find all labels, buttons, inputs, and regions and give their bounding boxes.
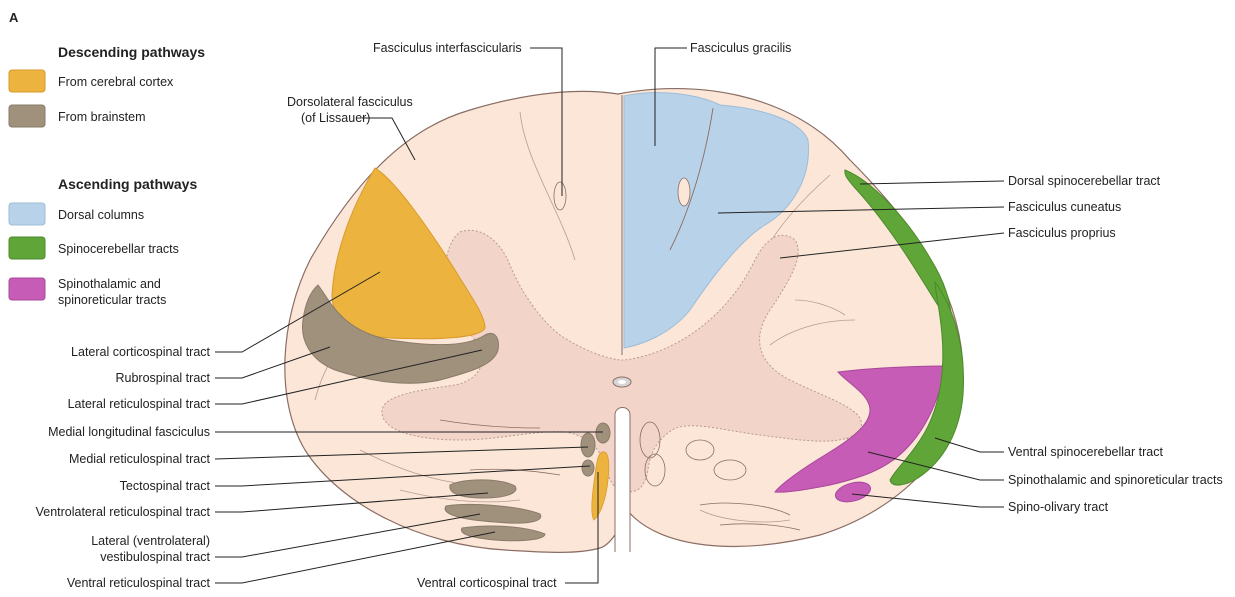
central-canal-lumen (618, 380, 626, 384)
dorsal-column-inclusion (678, 178, 690, 206)
legend-swatch-cerebral-cortex (9, 70, 45, 92)
spinal-cord (285, 89, 964, 553)
legend-swatch-dorsal-columns (9, 203, 45, 225)
label-dorsolateral-fasciculus-1: Dorsolateral fasciculus (287, 95, 413, 109)
legend-ascending-title: Ascending pathways (58, 176, 197, 192)
label-ventral-reticulospinal: Ventral reticulospinal tract (67, 576, 211, 590)
legend-label-brainstem: From brainstem (58, 110, 146, 124)
legend-label-spinothalamic-2: spinoreticular tracts (58, 293, 166, 307)
legend-swatch-spinothalamic (9, 278, 45, 300)
label-fasciculus-cuneatus: Fasciculus cuneatus (1008, 200, 1121, 214)
label-lateral-reticulospinal: Lateral reticulospinal tract (68, 397, 211, 411)
legend-swatch-brainstem (9, 105, 45, 127)
label-medial-reticulospinal: Medial reticulospinal tract (69, 452, 211, 466)
label-spino-olivary: Spino-olivary tract (1008, 500, 1109, 514)
label-ventral-spinocerebellar: Ventral spinocerebellar tract (1008, 445, 1163, 459)
label-dorsolateral-fasciculus-2: (of Lissauer) (301, 111, 370, 125)
medial-longitudinal-fasciculus (596, 423, 610, 443)
legend-label-spinocerebellar: Spinocerebellar tracts (58, 242, 179, 256)
panel-letter: A (9, 10, 19, 25)
legend: Descending pathways From cerebral cortex… (9, 44, 205, 307)
label-fasciculus-interfascicularis: Fasciculus interfascicularis (373, 41, 522, 55)
interfascicularis-oval (554, 182, 566, 210)
label-tectospinal: Tectospinal tract (120, 479, 211, 493)
legend-label-cerebral-cortex: From cerebral cortex (58, 75, 174, 89)
medial-reticulospinal-tract (581, 433, 595, 457)
label-lateral-corticospinal: Lateral corticospinal tract (71, 345, 210, 359)
legend-swatch-spinocerebellar (9, 237, 45, 259)
ventral-median-fissure (615, 408, 630, 553)
label-spinothalamic-spinoreticular: Spinothalamic and spinoreticular tracts (1008, 473, 1223, 487)
tectospinal-tract (582, 460, 594, 476)
legend-descending-title: Descending pathways (58, 44, 205, 60)
label-fasciculus-gracilis: Fasciculus gracilis (690, 41, 791, 55)
label-ventrolateral-reticulospinal: Ventrolateral reticulospinal tract (36, 505, 211, 519)
label-lateral-vestibulospinal-2: vestibulospinal tract (100, 550, 210, 564)
label-fasciculus-proprius: Fasciculus proprius (1008, 226, 1116, 240)
label-medial-longitudinal: Medial longitudinal fasciculus (48, 425, 210, 439)
legend-label-spinothalamic-1: Spinothalamic and (58, 277, 161, 291)
legend-label-dorsal-columns: Dorsal columns (58, 208, 144, 222)
label-lateral-vestibulospinal-1: Lateral (ventrolateral) (91, 534, 210, 548)
label-ventral-corticospinal: Ventral corticospinal tract (417, 576, 557, 590)
label-dorsal-spinocerebellar: Dorsal spinocerebellar tract (1008, 174, 1161, 188)
label-rubrospinal: Rubrospinal tract (116, 371, 211, 385)
